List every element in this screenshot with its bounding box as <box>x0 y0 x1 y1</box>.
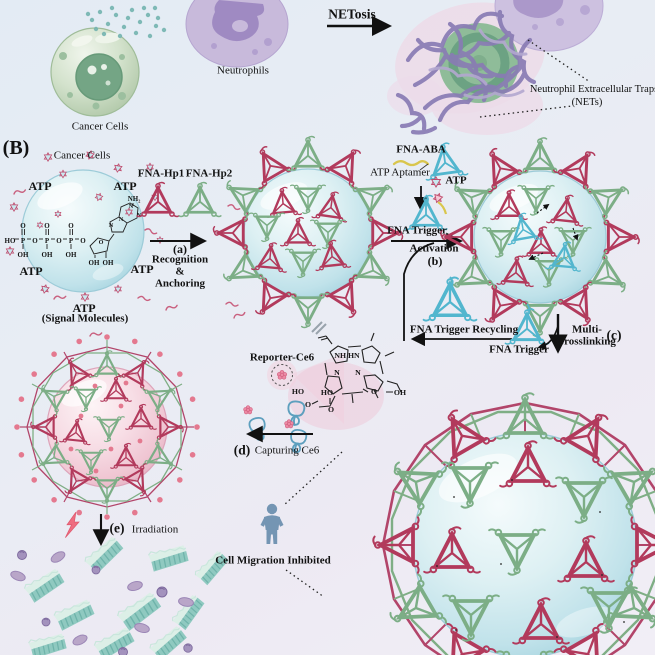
atp-atom-o: O <box>44 222 50 230</box>
ce6-atom-ho: HO <box>321 388 333 397</box>
atp-atom-o: O <box>80 237 86 245</box>
ce6-glow <box>267 353 384 430</box>
netosis-label: NETosis <box>328 6 376 22</box>
lightning-icon <box>65 512 80 538</box>
ce6-molecule-icon <box>243 405 253 415</box>
step-c-id: (c) <box>606 327 622 343</box>
atp-structure: HO P O P O P O O O O OH OH OH O OH OH N … <box>5 195 142 267</box>
activation-label: Activation <box>409 242 459 255</box>
nets-illustration <box>387 0 604 135</box>
atp-atom-o: O <box>68 222 74 230</box>
fna-aba-label: FNA-ABA <box>396 143 446 156</box>
atp-atom-oh: OH <box>42 251 53 259</box>
cancer-cell-illustration <box>50 27 140 117</box>
atp-atom-p: P <box>45 237 50 245</box>
crosslinking-arrow <box>537 314 568 354</box>
atp-signal-label-bottom: (Signal Molecules) <box>41 312 129 325</box>
multi-crosslinking-line2: Crosslinking <box>556 335 616 348</box>
ce6-sphere <box>14 334 200 520</box>
atp-atom-n: N <box>119 216 124 223</box>
ce6-atom-o: O <box>328 405 334 414</box>
atp-label: ATP <box>19 264 43 278</box>
cell-debris <box>9 534 233 655</box>
fna-aba-group <box>392 139 470 231</box>
atp-label: ATP <box>28 179 52 193</box>
step-d-id: (d) <box>233 442 251 458</box>
reporter-ce6-label: Reporter-Ce6 <box>249 351 315 364</box>
step-e-id: (e) <box>109 520 125 536</box>
anchor-specks <box>436 479 625 638</box>
atp-atom-oh: OH <box>18 251 29 259</box>
atp-atom-oh: OH <box>103 259 114 267</box>
atp-atom-o: O <box>20 222 26 230</box>
cancer-cell-sphere <box>21 169 145 293</box>
recycling-arrow <box>403 242 512 347</box>
cancer-cells-label-b: Cancer Cells <box>53 149 111 162</box>
atp-atom-n: N <box>109 222 114 229</box>
atp-atom-nh2: NH₂ <box>128 195 141 203</box>
fna-hp2-label: FNA-Hp2 <box>185 167 233 180</box>
ce6-atom-ho: HO <box>292 387 304 396</box>
reporter-ce6-icon <box>271 364 293 386</box>
atp-atom-n: N <box>137 212 142 219</box>
cancer-cells-label-top: Cancer Cells <box>71 120 129 133</box>
ce6-atom-o: O <box>371 387 377 396</box>
atp-label: ATP <box>113 179 137 193</box>
panel-b-label: (B) <box>2 137 30 159</box>
fna-trigger-label-2: FNA Trigger <box>489 343 549 356</box>
irradiation-label: Irradiation <box>131 523 179 536</box>
ce6-atom-n: N <box>355 368 361 377</box>
pen-mark <box>311 321 327 335</box>
neutrophil-partial-illustration <box>494 0 604 52</box>
aptamer-atp-label: ATP <box>445 174 467 187</box>
released-aptamer-icon <box>437 201 448 215</box>
hybridization-arrows <box>528 203 579 260</box>
crosslinked-sphere <box>371 391 655 655</box>
step-a-line2: & <box>175 265 185 278</box>
atp-aptamer-strand-icon <box>392 160 430 167</box>
atp-atom-n: N <box>129 203 134 210</box>
activated-sphere <box>439 136 641 338</box>
cell-migration-label: Cell Migration Inhibited <box>215 554 331 567</box>
atp-aptamer-label: ATP Aptamer <box>370 166 430 179</box>
step-b-id: (b) <box>427 254 443 268</box>
multi-crosslinking-line1: Multi- <box>572 323 602 336</box>
anchored-sphere <box>212 135 404 329</box>
fna-hp1-label: FNA-Hp1 <box>137 167 185 180</box>
step-a-line1: Recognition <box>151 253 209 266</box>
person-icon <box>260 503 284 544</box>
atp-atom-o: O <box>99 239 104 246</box>
atp-atom-o: O <box>32 237 38 245</box>
atp-atom-oh: OH <box>89 259 100 267</box>
neutrophils-label: Neutrophils <box>217 64 269 77</box>
nets-label-line2: (NETs) <box>571 96 603 108</box>
atp-atom-o: O <box>56 237 62 245</box>
atp-star-icon <box>432 191 444 205</box>
recycling-label: FNA Trigger Recycling <box>409 323 519 336</box>
migration-leader-lines <box>283 451 343 598</box>
fna-trigger-label: FNA Trigger <box>387 224 447 237</box>
atp-label: ATP <box>130 262 154 276</box>
atp-atom-p: P <box>21 237 26 245</box>
ce6-structure: NH HN N N HO O HO O O OH <box>292 332 406 414</box>
atp-atom-ho: HO <box>5 237 16 245</box>
secreted-atp-dots <box>85 5 167 39</box>
nets-label-line1: Neutrophil Extracellular Traps <box>529 83 655 95</box>
neutrophil-illustration <box>185 0 289 68</box>
ce6-atom-n: N <box>334 368 340 377</box>
ce6-atom-oh: OH <box>394 388 406 397</box>
fna-hp1-tetrahedron-icon <box>135 181 181 218</box>
captured-ce6-dots <box>14 334 200 520</box>
atp-signal-label-top: ATP <box>72 301 96 315</box>
ce6-atom-o: O <box>305 400 311 409</box>
atp-atom-oh: OH <box>66 251 77 259</box>
capturing-ce6-label: Capturing Ce6 <box>254 444 320 457</box>
ce6-atom-nhhn: NH HN <box>334 351 360 360</box>
atp-atom-p: P <box>69 237 74 245</box>
nets-leader-lines <box>479 39 591 118</box>
step-a-id: (a) <box>173 242 187 256</box>
step-a-line3: Anchoring <box>154 277 206 290</box>
fna-hp2-tetrahedron-icon <box>177 181 223 218</box>
